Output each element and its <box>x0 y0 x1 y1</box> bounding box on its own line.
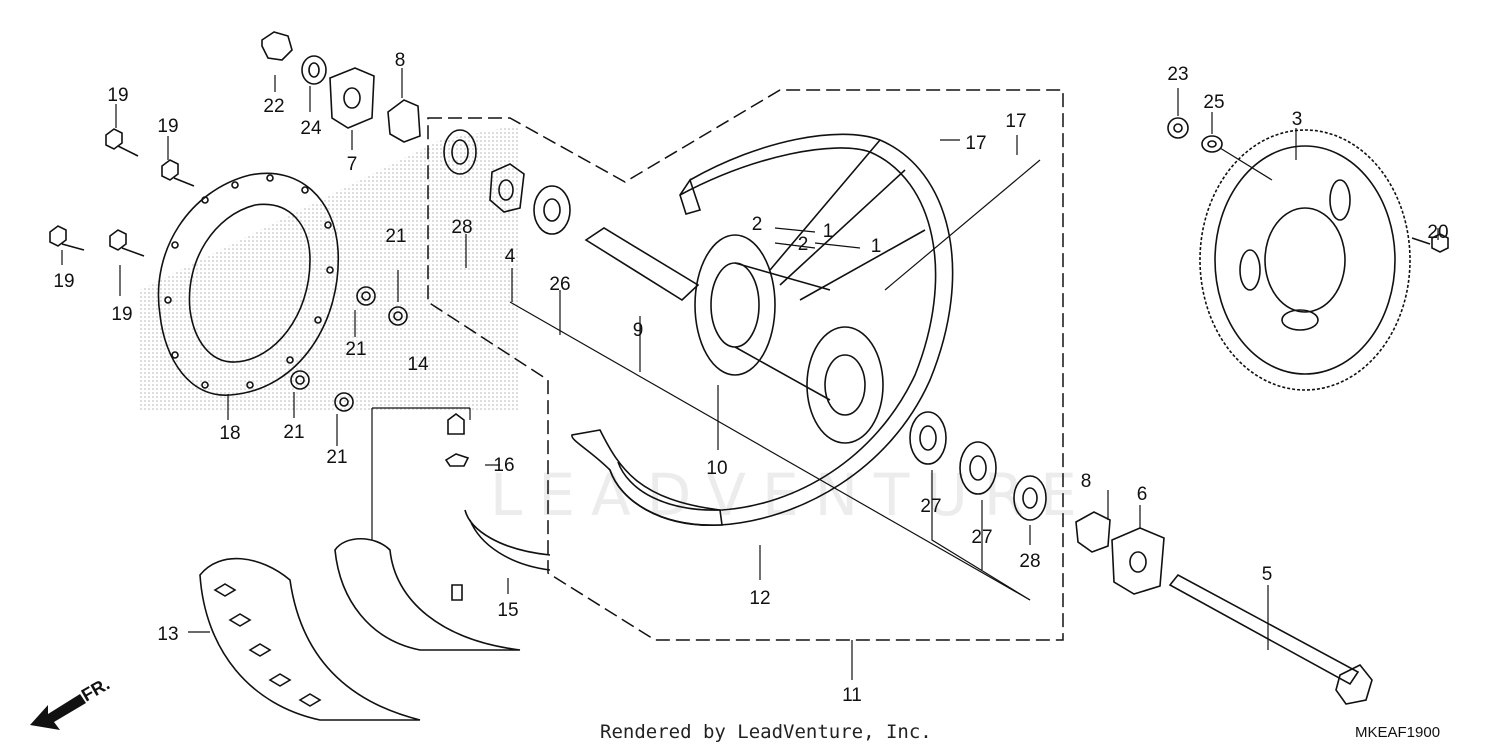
part-label-p15: 15 <box>497 600 518 621</box>
part-label-p27a: 27 <box>920 496 941 517</box>
brake-disc <box>157 172 339 396</box>
part-labels: 1122345678891011121314151617171819191919… <box>53 50 1448 706</box>
part-label-p1b: 1 <box>871 236 882 257</box>
part-label-p5: 5 <box>1262 564 1273 585</box>
part-label-p12: 12 <box>749 588 770 609</box>
part-label-p17a: 17 <box>965 133 986 154</box>
part-label-p24: 24 <box>300 118 322 139</box>
part-label-p23: 23 <box>1167 64 1188 85</box>
part-label-p21c: 21 <box>283 422 304 443</box>
part-label-p10: 10 <box>706 458 727 479</box>
axle-assembly <box>1075 511 1373 705</box>
part-label-p13: 13 <box>157 624 178 645</box>
part-label-p7: 7 <box>347 154 358 175</box>
part-label-p11: 11 <box>842 685 862 706</box>
part-label-p19a: 19 <box>107 85 128 106</box>
part-label-p20: 20 <box>1427 222 1448 243</box>
front-direction-arrow: FR. <box>30 674 113 730</box>
part-label-p6: 6 <box>1137 484 1148 505</box>
part-label-p21b: 21 <box>345 339 366 360</box>
tire-tube-set <box>199 413 551 721</box>
axle-spacer <box>584 227 700 302</box>
part-label-p4: 4 <box>505 246 516 267</box>
part-label-p19b: 19 <box>157 116 178 137</box>
wheel-rim <box>571 133 954 526</box>
assembly-outline <box>427 89 1064 641</box>
part-label-p25: 25 <box>1203 92 1224 113</box>
part-label-p9: 9 <box>633 320 644 341</box>
part-label-p3: 3 <box>1292 109 1303 130</box>
part-label-p14: 14 <box>407 354 429 375</box>
part-label-p8b: 8 <box>1081 471 1092 492</box>
part-label-p18: 18 <box>219 423 240 444</box>
part-label-p17b: 17 <box>1005 111 1026 132</box>
watermark-text: LEADVENTURE <box>490 461 1093 529</box>
credit-text: Rendered by LeadVenture, Inc. <box>600 721 932 743</box>
disc-bolts <box>49 128 195 257</box>
part-label-p21a: 21 <box>385 226 406 247</box>
part-label-p28a: 28 <box>451 217 472 238</box>
disc-nuts <box>290 286 408 412</box>
left-bearings <box>443 129 571 235</box>
part-label-p28b: 28 <box>1019 551 1040 572</box>
leader-lines <box>61 68 1439 680</box>
sprocket-fasteners <box>1167 117 1449 253</box>
part-label-p2a: 2 <box>752 214 763 235</box>
part-label-p19d: 19 <box>111 304 132 325</box>
part-label-p16: 16 <box>493 455 514 476</box>
diagram-code: MKEAF1900 <box>1355 724 1440 741</box>
wheel-hub <box>694 139 926 444</box>
part-label-p8a: 8 <box>395 50 406 71</box>
part-label-p26: 26 <box>549 274 570 295</box>
part-label-p21d: 21 <box>326 447 347 468</box>
part-label-p27b: 27 <box>971 527 992 548</box>
part-label-p22: 22 <box>263 96 284 117</box>
right-bearings <box>909 411 1047 521</box>
part-label-p19c: 19 <box>53 271 74 292</box>
rear-sprocket <box>1199 129 1411 391</box>
axle-nut-collar-set <box>261 31 421 143</box>
part-label-p2b: 2 <box>798 234 809 255</box>
part-label-p1a: 1 <box>823 221 834 242</box>
